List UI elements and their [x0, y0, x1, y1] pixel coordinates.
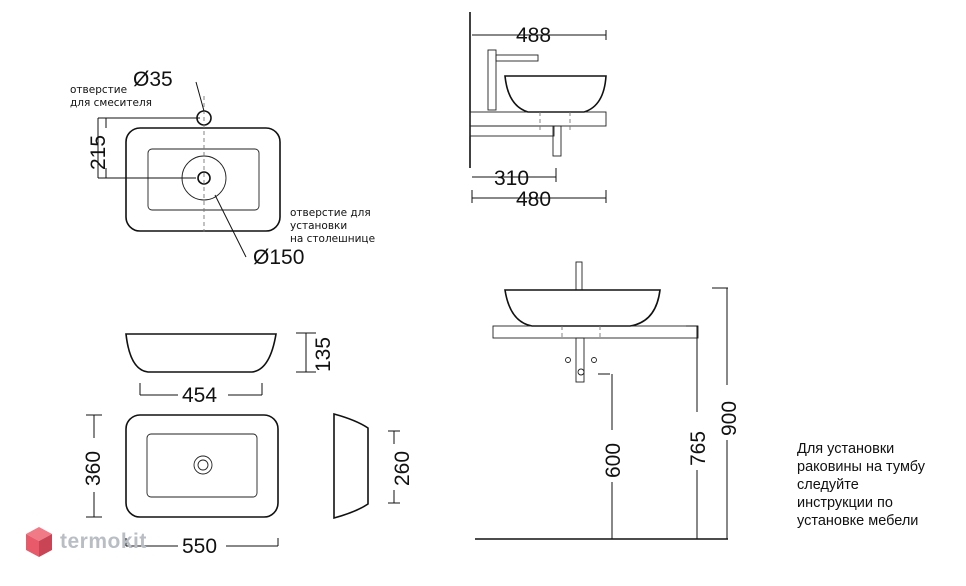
- drain-pipe-side: [552, 125, 562, 157]
- top-plan-view: [97, 81, 281, 258]
- note-mixer-hole-line2: для смесителя: [70, 97, 152, 109]
- dim-height-765: 765: [687, 431, 710, 466]
- dim-top-offset: 215: [87, 135, 110, 170]
- countertop-side: [469, 111, 607, 127]
- brand-logo: termokit: [24, 522, 147, 562]
- dim-side-total: 480: [516, 188, 551, 211]
- instruction-line: следуйте: [797, 477, 859, 493]
- bracket: [469, 125, 555, 137]
- faucet-body: [487, 49, 497, 111]
- plan-drain-outer: [193, 455, 213, 475]
- installed-drain-pipe: [575, 337, 585, 383]
- instruction-line: инструкции по: [797, 495, 893, 511]
- dim-side-bracket: 310: [494, 167, 529, 190]
- plan-bowl: [146, 433, 258, 498]
- instruction-line: установке мебели: [797, 513, 919, 529]
- dim-front-height: 135: [312, 337, 335, 372]
- instruction-line: Для установки: [797, 441, 895, 457]
- dim-plan-depth: 360: [82, 451, 105, 486]
- fixing-hole-right: [591, 357, 597, 363]
- dim-mixer-hole: Ø35: [133, 68, 173, 91]
- brand-name: termokit: [60, 530, 147, 553]
- dim-front-width: 454: [182, 384, 217, 407]
- note-install-hole-line1: отверстие для: [290, 207, 371, 219]
- bowl-outline: [147, 148, 260, 211]
- note-install-hole-line3: на столешнице: [290, 233, 375, 245]
- profile-basin: [333, 412, 369, 520]
- note-install-hole-line2: установки: [290, 220, 347, 232]
- dim-height-900: 900: [718, 401, 741, 436]
- bottom-plan-view: [86, 412, 400, 547]
- dim-plan-width: 550: [182, 535, 217, 558]
- installation-instructions: Для установки раковины на тумбу следуйте…: [797, 440, 957, 530]
- dim-side-top: 488: [516, 24, 551, 47]
- plan-basin: [125, 414, 279, 518]
- dim-height-600: 600: [602, 443, 625, 478]
- installed-faucet: [575, 261, 583, 291]
- side-basin: [504, 75, 607, 113]
- dim-install-hole: Ø150: [253, 246, 304, 269]
- instruction-line: раковины на тумбу: [797, 459, 925, 475]
- installed-countertop: [492, 325, 699, 339]
- front-basin: [125, 333, 277, 373]
- installed-basin: [504, 289, 661, 327]
- plan-drain-inner: [197, 459, 209, 471]
- faucet-spout: [495, 54, 539, 62]
- side-view: [469, 12, 607, 203]
- basin-outline: [125, 127, 281, 232]
- installed-elevation: [475, 261, 728, 540]
- drain-outlet: [577, 368, 585, 376]
- note-mixer-hole-line1: отверстие: [70, 84, 127, 96]
- front-elevation: [125, 332, 316, 396]
- fixing-hole-left: [565, 357, 571, 363]
- cube-icon: [26, 527, 52, 557]
- dim-profile-depth: 260: [391, 451, 414, 486]
